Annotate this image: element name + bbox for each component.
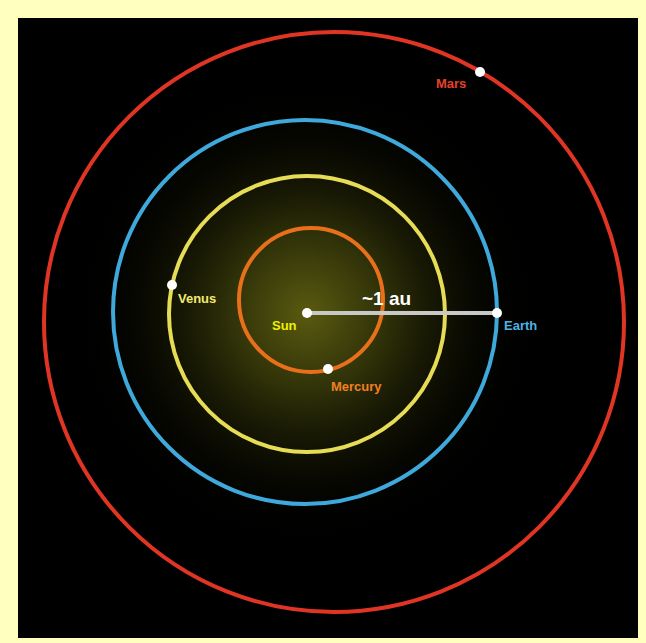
mars-dot — [475, 67, 485, 77]
star-name: Sun — [272, 319, 297, 332]
planet-name: Venus — [178, 292, 216, 305]
planet-name: Earth — [504, 319, 537, 332]
planet-name: Mercury — [331, 380, 382, 393]
mercury-dot — [323, 364, 333, 374]
distance-line — [307, 311, 497, 315]
planet-name: Mars — [436, 77, 466, 90]
sun-glow — [77, 83, 537, 543]
earth-dot — [492, 308, 502, 318]
mercury-orbit — [239, 228, 383, 372]
venus-dot — [167, 280, 177, 290]
sun-dot — [302, 308, 312, 318]
space-panel — [18, 18, 638, 638]
mars-orbit — [44, 32, 624, 612]
distance-label: ~1 au — [362, 289, 411, 308]
earth-orbit — [113, 120, 497, 504]
